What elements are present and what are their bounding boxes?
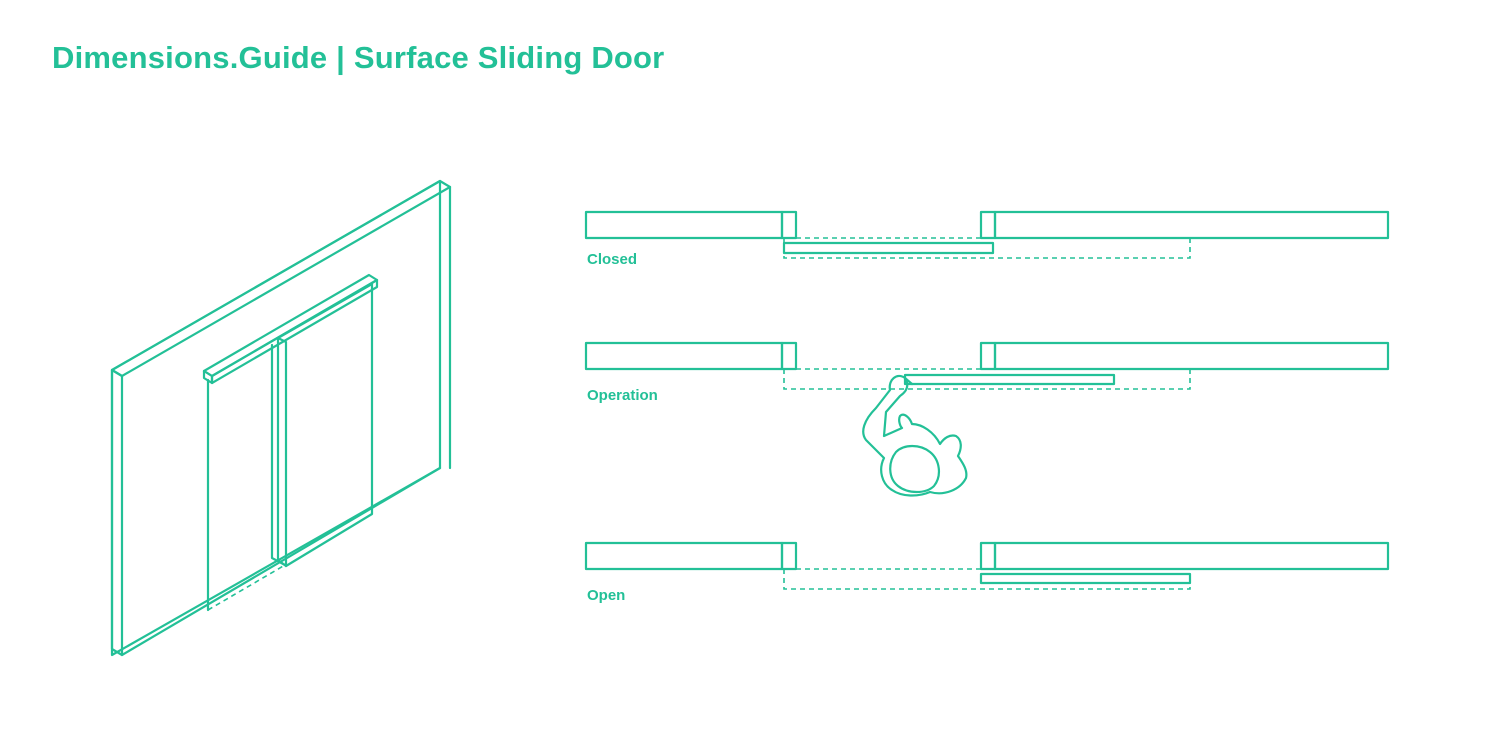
wall-left [584,541,784,571]
person-hand [903,376,914,386]
track-outline [783,237,1191,259]
wall-right [993,541,1390,571]
label-operation: Operation [587,387,658,404]
person-top-view-icon [862,374,968,497]
track-outline [783,569,1191,590]
label-closed: Closed [587,251,637,268]
wall-side-edge [110,368,124,657]
person-outline [862,374,968,497]
wall-front-face [110,179,442,657]
wall-right [993,210,1390,240]
wall-left [584,210,784,240]
track-end [202,369,214,385]
door-panel [979,572,1192,585]
jamb-right [979,210,997,240]
door-leaf-bottom [276,558,288,568]
plan-operation [584,341,1390,390]
person-head [889,444,940,494]
door-panel [782,241,995,255]
wall-top-edge [110,179,452,378]
plan-open [584,541,1390,590]
jamb-left [780,341,798,371]
plan-closed [584,210,1390,259]
surface-sliding-door-elevation-icon [110,179,452,657]
label-open: Open [587,587,625,604]
door-panel [903,373,1116,386]
opening-floor-line [207,564,286,611]
track-top [202,273,379,378]
track-outline [783,369,1191,390]
wall-left [584,341,784,371]
jamb-left [780,210,798,240]
door-leaf [276,282,374,568]
page-title: Dimensions.Guide | Surface Sliding Door [52,40,665,75]
jamb-left [780,541,798,571]
track-front [210,278,379,385]
jamb-right [979,541,997,571]
wall-right [993,341,1390,371]
jamb-right [979,341,997,371]
